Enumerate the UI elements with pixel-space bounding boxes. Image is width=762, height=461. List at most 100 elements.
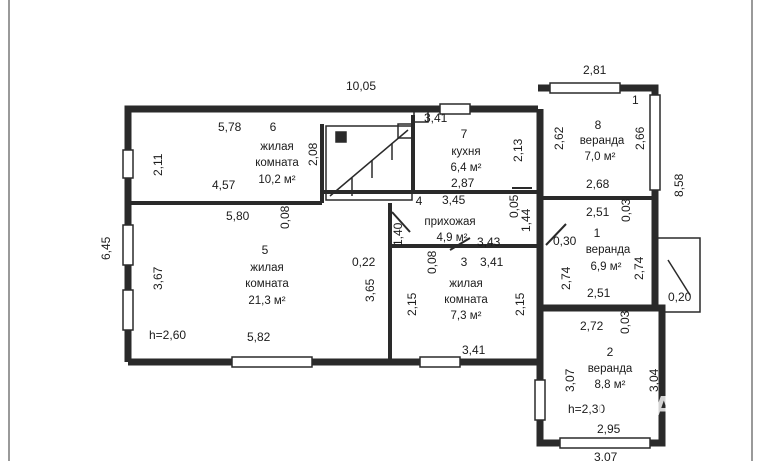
window-left-room6	[122, 149, 134, 179]
dim-r4-left: 1,40	[391, 222, 405, 246]
room-3-label: 3 жилая комната 7,3 м²	[444, 255, 488, 322]
overall-height-left: 6,45	[99, 236, 113, 260]
room-1-label: 1 веранда 6,9 м²	[586, 226, 631, 273]
stove-icon	[397, 123, 413, 139]
dim-r5-wall-a: 0,08	[278, 205, 292, 229]
watermark-logo-icon	[598, 388, 632, 422]
dim-r3-right: 2,15	[513, 292, 527, 316]
dim-r1-left: 2,74	[559, 266, 573, 290]
dim-r2-wall: 0,03	[618, 310, 632, 334]
room-4-number: 4	[416, 194, 423, 208]
window-bottom-room5	[231, 356, 313, 368]
dim-r8-right: 2,66	[633, 126, 647, 150]
window-left-room5-b	[122, 289, 134, 331]
room-7-area: 6,4 м²	[451, 162, 482, 174]
dimension-labels: 10,05 2,81 6,45 8,58 3,07 h=2,60 h=2,30 …	[99, 63, 692, 461]
room-5-name-2: комната	[245, 278, 289, 290]
room-2-label: 2 веранда 8,8 м²	[588, 345, 633, 391]
room-7-label: 7 кухня 6,4 м²	[451, 127, 482, 174]
room-5-number: 5	[262, 243, 269, 257]
room-4-area: 4,9 м²	[437, 232, 468, 244]
dim-r1-top: 2,51	[586, 205, 610, 219]
dim-r4-top: 3,45	[442, 193, 466, 207]
dim-r5-left: 3,67	[151, 266, 165, 290]
dim-r2-top: 2,72	[580, 319, 604, 333]
stair-marker-icon	[335, 131, 347, 143]
room-6-label: 6 жилая комната 10,2 м²	[255, 120, 299, 186]
dim-r1-bottom: 2,51	[587, 286, 611, 300]
room-4-label: 4 прихожая 4,9 м²	[416, 194, 476, 244]
dim-r8-left: 2,62	[552, 126, 566, 150]
porch-step	[667, 259, 691, 296]
room-3-area: 7,3 м²	[451, 310, 482, 322]
veranda-height-right: 8,58	[672, 173, 686, 197]
room-1-name-1: веранда	[586, 244, 631, 256]
dim-r4-wall: 0,05	[507, 194, 521, 218]
window-bottom-veranda2	[559, 437, 651, 449]
room-7-name-1: кухня	[451, 146, 480, 158]
room-6-area: 10,2 м²	[258, 174, 295, 186]
room-3-name-2: комната	[444, 294, 488, 306]
room-6-number: 6	[270, 120, 277, 134]
room-6-name-2: комната	[255, 157, 299, 169]
window-left-room5-a	[122, 224, 134, 266]
dim-r1-wall-a: 0,03	[619, 198, 633, 222]
room-2-name-1: веранда	[588, 363, 633, 375]
dim-r6-bottom: 4,57	[212, 178, 236, 192]
staircase	[325, 109, 429, 201]
room-1-number: 1	[594, 226, 601, 240]
room-8-number: 8	[595, 118, 602, 132]
room-2-area: 8,8 м²	[595, 379, 626, 391]
dim-r5-bottom: 5,82	[247, 330, 271, 344]
window-bottom-room3	[419, 356, 461, 368]
windows	[122, 82, 661, 449]
dim-r1-porch: 0,20	[668, 290, 692, 304]
dim-r7-bottom: 2,87	[451, 176, 475, 190]
room-5-label: 5 жилая комната 21,3 м²	[245, 243, 289, 307]
wall-height-veranda: h=2,30	[568, 402, 605, 416]
dim-r1-right: 2,74	[632, 256, 646, 280]
wall-height-main: h=2,60	[149, 328, 186, 342]
dim-r6-top: 5,78	[218, 120, 242, 134]
window-left-veranda2	[534, 379, 546, 421]
dim-r7-top: 3,41	[424, 111, 448, 125]
room-2-number: 2	[607, 345, 614, 359]
sink-icon	[413, 109, 429, 123]
dim-r3-left: 2,15	[405, 292, 419, 316]
staircase-diagonal	[329, 129, 409, 197]
doors	[391, 187, 567, 251]
dim-r2-right: 3,04	[647, 368, 661, 392]
room-5-name-1: жилая	[250, 262, 283, 274]
window-top-veranda8	[549, 82, 621, 94]
dim-r3-top: 3,41	[480, 255, 504, 269]
dim-r3-bottom: 3,41	[462, 343, 486, 357]
dim-r2-left: 3,07	[563, 368, 577, 392]
room-6-name-1: жилая	[260, 141, 293, 153]
room-5-area: 21,3 м²	[248, 295, 285, 307]
door-veranda1	[545, 223, 567, 246]
dim-r6-left: 2,11	[151, 153, 165, 176]
dim-r6-right: 2,08	[306, 142, 320, 166]
staircase-outline	[325, 125, 413, 201]
overall-width-top: 10,05	[346, 79, 376, 93]
window-top-kitchen	[439, 103, 471, 115]
window-right-veranda8	[649, 94, 661, 191]
room-8-name-1: веранда	[580, 135, 625, 147]
watermark-text: REALT	[612, 392, 710, 422]
bottom-width: 3,07	[594, 450, 618, 461]
dim-r8-corner: 1	[632, 93, 639, 107]
room-7-number: 7	[461, 127, 468, 141]
door-hall-left	[391, 211, 411, 233]
dim-r5-right: 3,65	[363, 278, 377, 302]
room-4-name-1: прихожая	[424, 216, 475, 228]
dim-r7-right: 2,13	[511, 138, 525, 162]
house-outer-wall-left-top	[124, 105, 538, 362]
room-labels: 6 жилая комната 10,2 м² 5 жилая комната …	[245, 118, 633, 391]
dim-r1-wall-b: 0,30	[553, 234, 577, 248]
interior-walls	[128, 115, 655, 362]
dim-r5-top: 5,80	[226, 209, 250, 223]
dim-r8-bottom: 2,68	[586, 177, 610, 191]
room-8-label: 8 веранда 7,0 м²	[580, 118, 625, 163]
